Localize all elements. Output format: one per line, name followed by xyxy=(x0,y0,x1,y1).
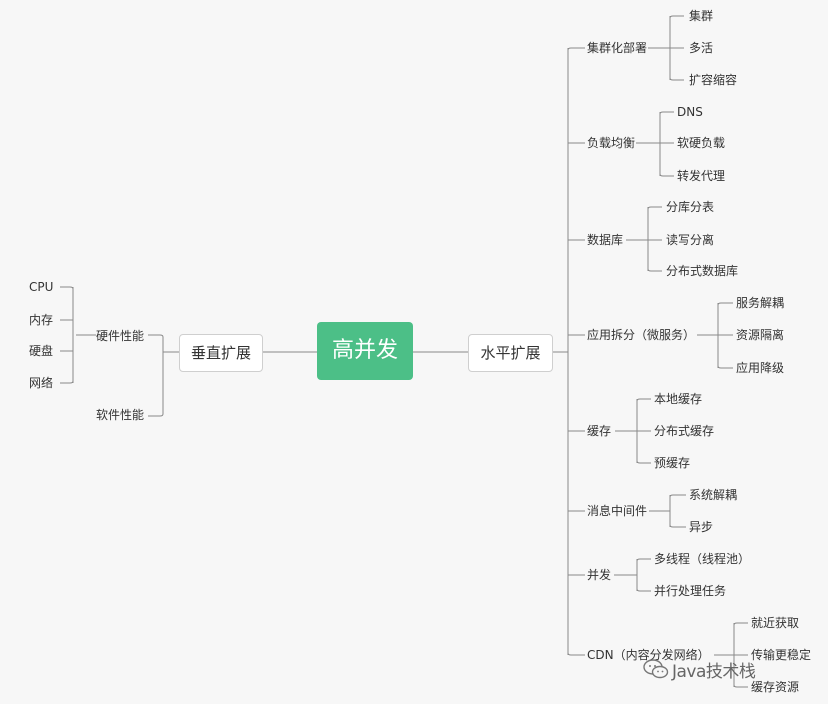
leaf-pre-cache[interactable]: 预缓存 xyxy=(654,456,691,470)
leaf-rw-split[interactable]: 读写分离 xyxy=(666,233,715,247)
vertical-scaling-node[interactable]: 垂直扩展 xyxy=(179,334,263,372)
branch-message-middleware[interactable]: 消息中间件 xyxy=(587,504,648,518)
horizontal-scaling-node[interactable]: 水平扩展 xyxy=(468,334,553,372)
leaf-multithreading[interactable]: 多线程（线程池） xyxy=(654,552,751,566)
leaf-cluster[interactable]: 集群 xyxy=(689,9,714,23)
branch-cdn[interactable]: CDN（内容分发网络） xyxy=(587,648,710,662)
hardware-item-disk[interactable]: 硬盘 xyxy=(29,344,54,358)
software-performance-node[interactable]: 软件性能 xyxy=(96,408,145,422)
leaf-parallel-tasks[interactable]: 并行处理任务 xyxy=(654,584,727,598)
leaf-multi-active[interactable]: 多活 xyxy=(689,41,714,55)
leaf-system-decouple[interactable]: 系统解耦 xyxy=(689,488,738,502)
leaf-dns[interactable]: DNS xyxy=(677,105,703,119)
root-node[interactable]: 高并发 xyxy=(317,322,413,380)
hardware-item-cpu[interactable]: CPU xyxy=(29,280,54,294)
branch-load-balancing[interactable]: 负载均衡 xyxy=(587,136,636,150)
branch-app-split[interactable]: 应用拆分（微服务） xyxy=(587,328,696,342)
wechat-icon xyxy=(643,659,669,679)
hardware-item-network[interactable]: 网络 xyxy=(29,376,54,390)
branch-database[interactable]: 数据库 xyxy=(587,233,624,247)
leaf-local-cache[interactable]: 本地缓存 xyxy=(654,392,703,406)
leaf-sharding[interactable]: 分库分表 xyxy=(666,200,715,214)
leaf-distributed-db[interactable]: 分布式数据库 xyxy=(666,264,739,278)
leaf-stable-transfer[interactable]: 传输更稳定 xyxy=(751,648,812,662)
branch-concurrency[interactable]: 并发 xyxy=(587,568,612,582)
leaf-resource-isolation[interactable]: 资源隔离 xyxy=(736,328,785,342)
leaf-nearby-access[interactable]: 就近获取 xyxy=(751,616,800,630)
watermark-text: Java技术栈 xyxy=(672,662,756,682)
leaf-async[interactable]: 异步 xyxy=(689,520,714,534)
leaf-service-decouple[interactable]: 服务解耦 xyxy=(736,296,785,310)
branch-cache[interactable]: 缓存 xyxy=(587,424,612,438)
hardware-performance-node[interactable]: 硬件性能 xyxy=(96,329,145,343)
leaf-scale-in-out[interactable]: 扩容缩容 xyxy=(689,73,738,87)
leaf-hw-sw-load[interactable]: 软硬负载 xyxy=(677,136,726,150)
leaf-distributed-cache[interactable]: 分布式缓存 xyxy=(654,424,715,438)
branch-cluster-deploy[interactable]: 集群化部署 xyxy=(587,41,648,55)
hardware-item-memory[interactable]: 内存 xyxy=(29,313,54,327)
leaf-forward-proxy[interactable]: 转发代理 xyxy=(677,169,726,183)
leaf-app-degrade[interactable]: 应用降级 xyxy=(736,361,785,375)
leaf-cache-resources[interactable]: 缓存资源 xyxy=(751,680,800,694)
